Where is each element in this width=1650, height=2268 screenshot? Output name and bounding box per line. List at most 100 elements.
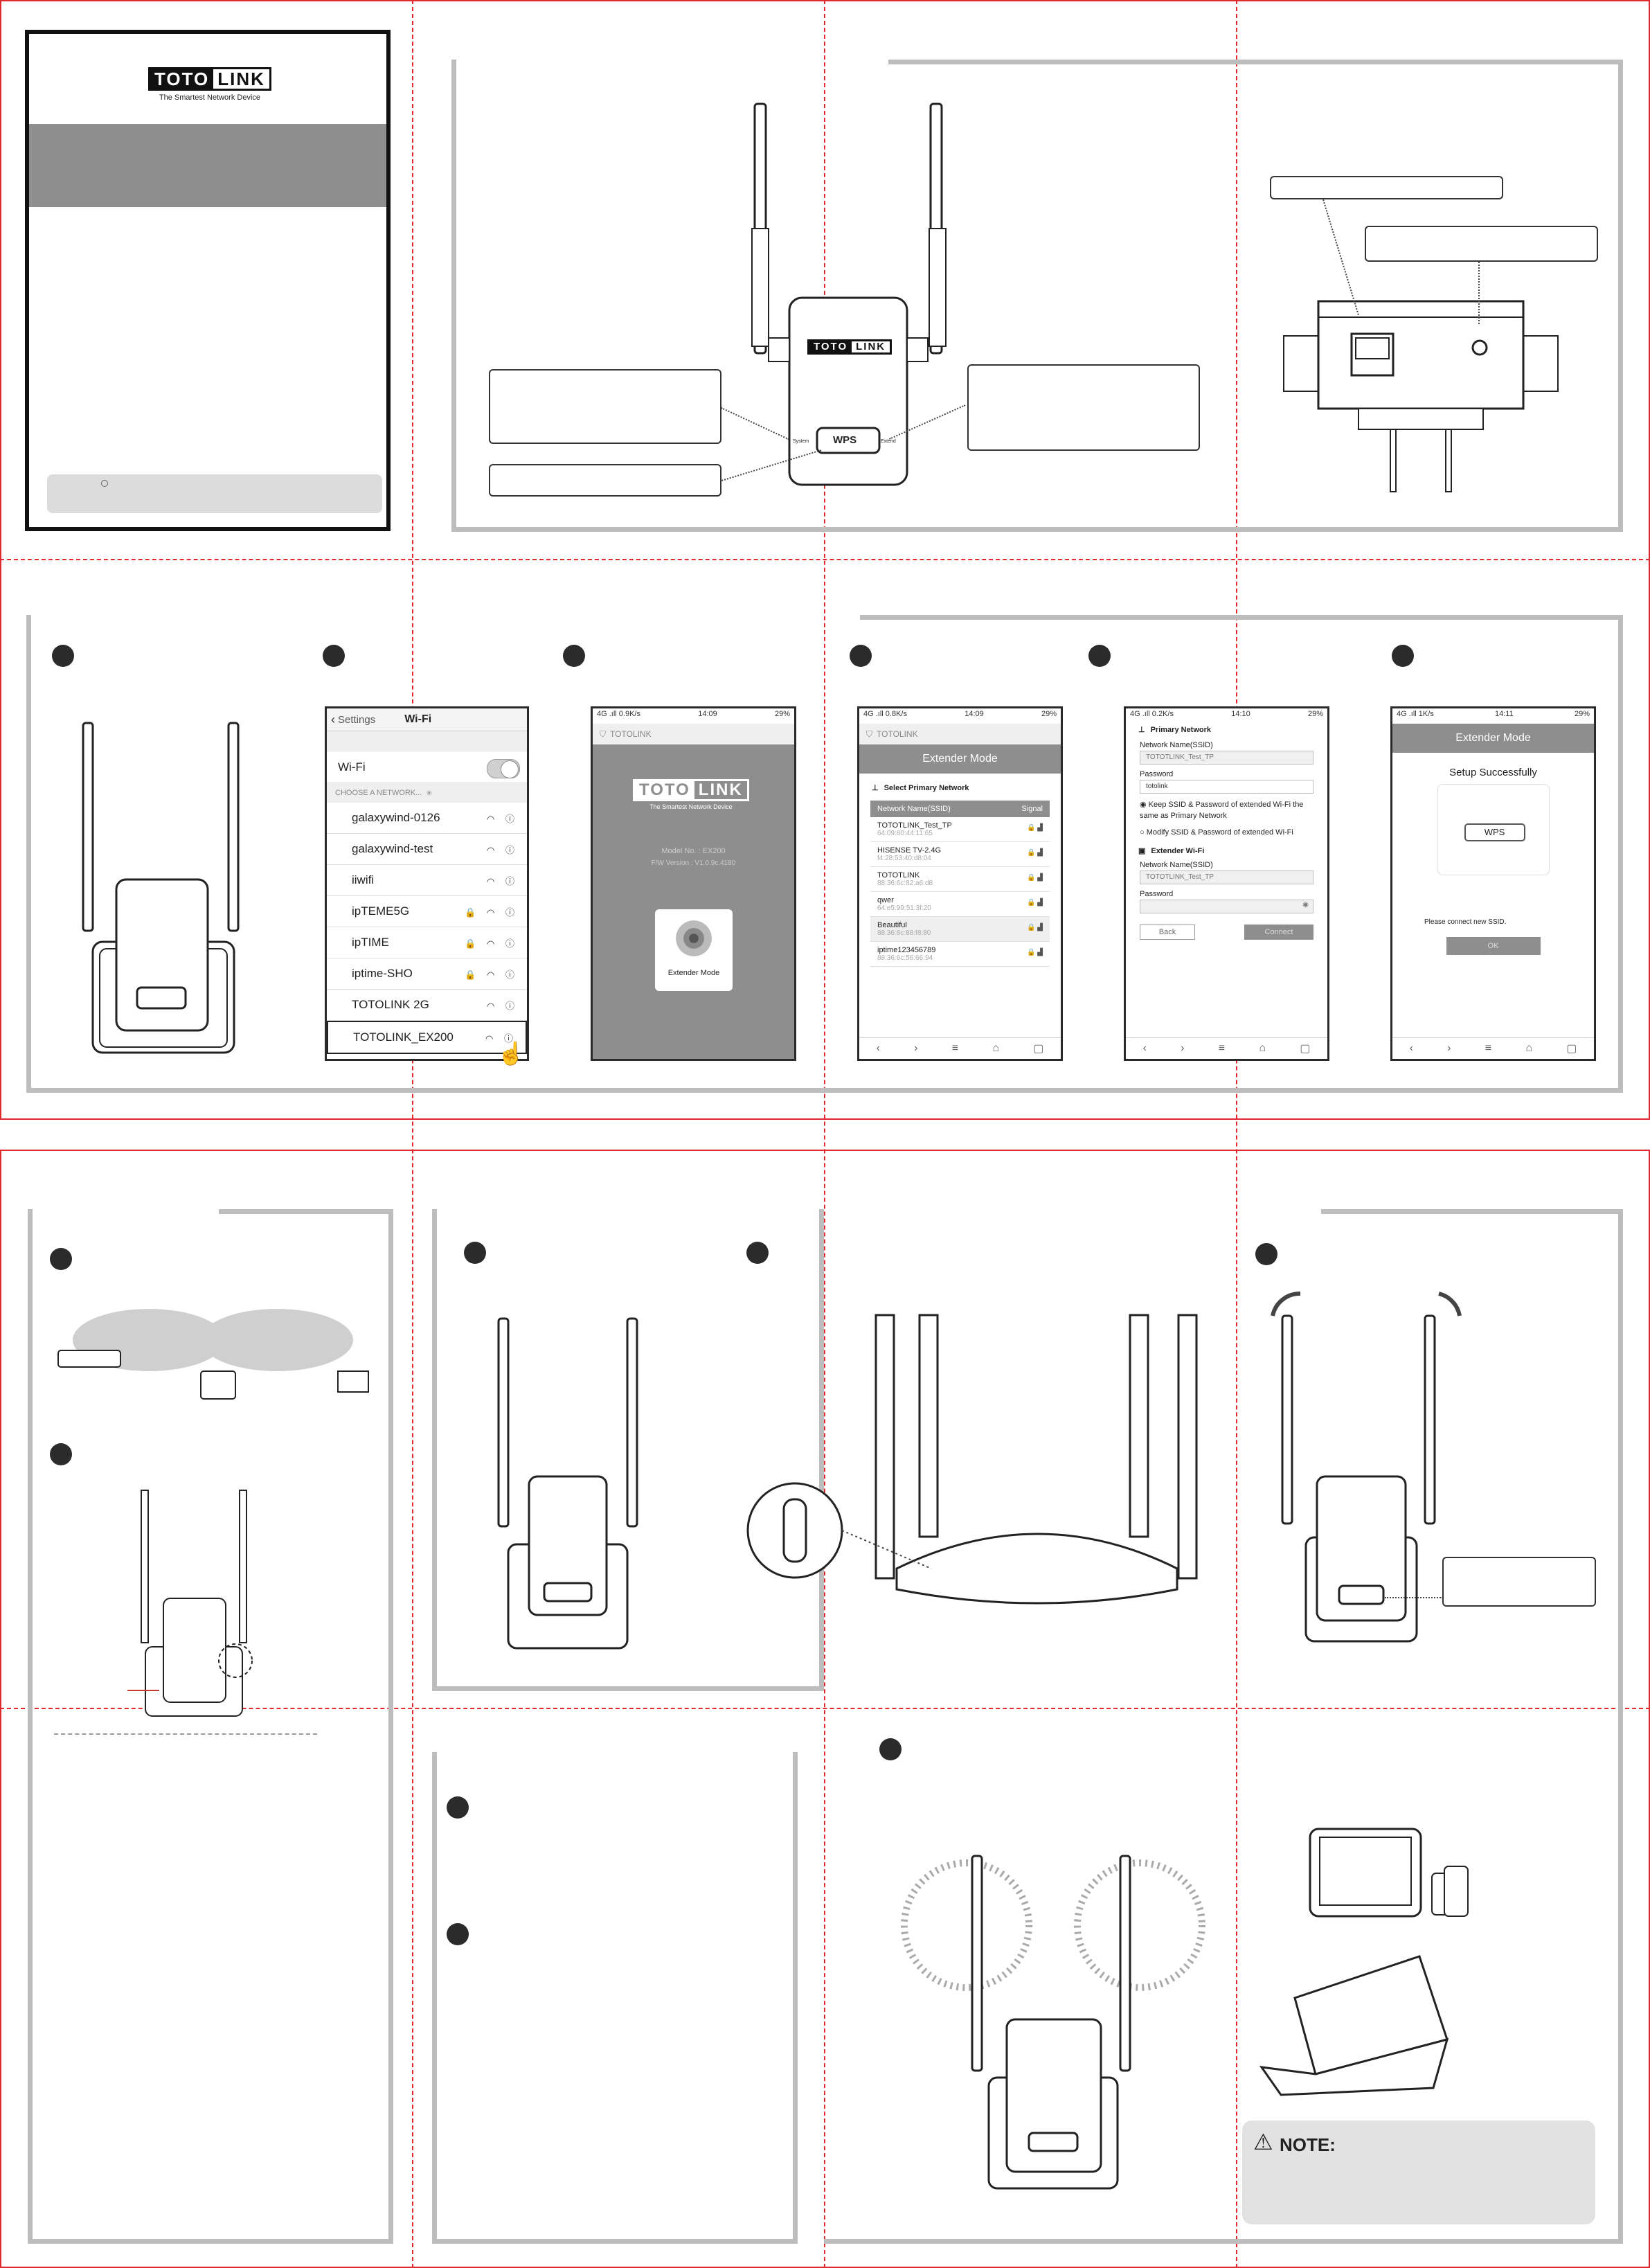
status-time: 14:09 (965, 710, 984, 718)
cover-banner (29, 124, 386, 207)
notes-panel-tab-right (793, 1752, 798, 1757)
network-ssid: TOTOTLINK_Test_TP (877, 821, 952, 830)
wifi-network-row[interactable]: iiwifi ◠ ⓘ (327, 865, 527, 896)
wifi-signal-info-icon[interactable]: ◠ ⓘ (487, 1000, 519, 1011)
password-field[interactable]: totolink (1140, 780, 1313, 794)
reset-pointer-line (127, 1690, 159, 1691)
fold-line-v1 (412, 0, 413, 2268)
wifi-signal-info-icon[interactable]: ◠ ⓘ (487, 875, 519, 886)
tabs-icon[interactable]: ▢ (1033, 1043, 1044, 1055)
back-icon[interactable]: ‹ (1142, 1042, 1147, 1054)
wifi-network-row[interactable]: TOTOLINK_EX200◠ ⓘ (327, 1021, 527, 1054)
site-label: TOTOLINK (877, 729, 918, 739)
settings-back-link[interactable]: Settings (338, 713, 376, 726)
ext-password-field[interactable]: ◉ (1140, 900, 1313, 913)
wifi-signal-info-icon[interactable]: ◠ ⓘ (485, 1033, 517, 1044)
lock-signal-icon: 🔒 ▟ (1027, 824, 1043, 832)
wifi-network-row[interactable]: ipTIME 🔒 ◠ ⓘ (327, 927, 527, 958)
wifi-screen-title: Wi-Fi (404, 713, 432, 725)
front-led-extend: Extend (881, 439, 896, 444)
network-mac: 64:e5:99:51:3f:20 (877, 904, 931, 912)
callout-ethernet-port (1270, 176, 1503, 199)
ssid-field[interactable]: TOTOTLINK_Test_TP (1140, 751, 1313, 765)
tabs-icon[interactable]: ▢ (1566, 1043, 1577, 1055)
wps-step-1-marker (464, 1242, 486, 1264)
wifi-network-name: iiwifi (352, 873, 375, 886)
wps-pair-panel-top (1321, 1209, 1623, 1214)
option-modify-radio[interactable]: ○ Modify SSID & Password of extended Wi-… (1140, 828, 1293, 837)
forward-icon[interactable]: › (1447, 1042, 1451, 1054)
wifi-network-row[interactable]: iptime-SHO🔒 ◠ ⓘ (327, 958, 527, 990)
connect-step-marker (879, 1738, 902, 1760)
back-icon[interactable]: ‹ (1409, 1042, 1413, 1054)
wifi-network-name: ipTIME (352, 936, 389, 949)
lock-signal-icon: 🔒 ▟ (1027, 949, 1043, 956)
step-6-marker (1392, 645, 1414, 667)
back-icon[interactable]: ‹ (876, 1042, 880, 1054)
wifi-signal-info-icon[interactable]: 🔒 ◠ ⓘ (465, 938, 519, 949)
spinner-icon: ✳ (426, 789, 433, 798)
ssid-label: Network Name(SSID) (1140, 741, 1213, 749)
wifi-network-row[interactable]: galaxywind-0126◠ ⓘ (327, 803, 527, 834)
wifi-toggle-switch[interactable] (487, 759, 520, 778)
placement-step-1-marker (50, 1248, 72, 1270)
extender-wifi-title: Extender Wi-Fi (1151, 846, 1205, 855)
option-keep-radio[interactable]: ◉ Keep SSID & Password of extended Wi-Fi… (1140, 801, 1304, 820)
tabs-icon[interactable]: ▢ (1300, 1043, 1311, 1055)
browser-nav-bar: ‹ › ≡ ⌂ ▢ (859, 1037, 1061, 1059)
status-time: 14:09 (698, 710, 717, 718)
wifi-network-row[interactable]: TOTOLINK 2G◠ ⓘ (327, 990, 527, 1021)
status-left: 4G .ıll 0.8K/s (863, 710, 907, 718)
connect-button[interactable]: Connect (1244, 925, 1313, 940)
eye-icon[interactable]: ◉ (1302, 901, 1309, 909)
client-devices-drawing (1259, 1828, 1469, 2096)
wifi-network-row[interactable]: galaxywind-test◠ ⓘ (327, 834, 527, 865)
extender-mode-card[interactable]: Extender Mode (655, 909, 733, 991)
network-mac: 88:36:6c:56:66:94 (877, 954, 933, 962)
menu-icon[interactable]: ≡ (951, 1042, 959, 1054)
status-battery: 29% (1307, 710, 1323, 718)
wifi-network-row[interactable]: ipTEME5G🔒 ◠ ⓘ (327, 896, 527, 927)
back-button[interactable]: Back (1140, 925, 1195, 940)
wps-panel-tab-left (432, 1209, 436, 1214)
logo-left: TOTO (150, 69, 214, 89)
wifi-signal-info-icon[interactable]: 🔒 ◠ ⓘ (465, 907, 519, 918)
ext-ssid-field[interactable]: TOTOTLINK_Test_TP (1140, 870, 1313, 884)
ok-button[interactable]: OK (1446, 937, 1541, 955)
overview-panel-tab-left (451, 60, 456, 64)
password-label: Password (1140, 770, 1174, 778)
wifi-signal-info-icon[interactable]: ◠ ⓘ (487, 813, 519, 824)
shield-icon: ⛉ (600, 729, 607, 739)
status-left: 4G .ıll 0.9K/s (597, 710, 640, 718)
app-panel-tab-left (26, 615, 30, 620)
network-ssid: HISENSE TV-2.4G (877, 846, 942, 855)
extender-signal-drawing (1271, 1291, 1462, 1643)
lock-signal-icon: 🔒 ▟ (1027, 899, 1043, 907)
wifi-signal-info-icon[interactable]: ◠ ⓘ (487, 844, 519, 855)
step-2-marker (323, 645, 345, 667)
chevron-left-icon[interactable]: ‹ (331, 712, 335, 726)
menu-icon[interactable]: ≡ (1218, 1042, 1226, 1054)
forward-icon[interactable]: › (1181, 1042, 1185, 1054)
home-icon[interactable]: ⌂ (992, 1042, 999, 1054)
tap-hand-icon: ☝ (497, 1041, 525, 1066)
app-panel-top (860, 615, 1623, 620)
home-icon[interactable]: ⌂ (1259, 1042, 1266, 1054)
front-extender-drawing (751, 102, 947, 486)
firmware-line: F/W Version : V1.0.9c.4180 (651, 859, 736, 867)
forward-icon[interactable]: › (914, 1042, 918, 1054)
wifi-signal-info-icon[interactable]: 🔒 ◠ ⓘ (465, 969, 519, 980)
wifi-mode-icon (676, 920, 712, 956)
network-mac: 64:09:80:44:11:65 (877, 830, 933, 837)
menu-icon[interactable]: ≡ (1485, 1042, 1492, 1054)
app-setup-panel (26, 615, 1623, 1093)
home-icon[interactable]: ⌂ (1525, 1042, 1532, 1054)
router-icon: ⊥ (1138, 726, 1145, 734)
